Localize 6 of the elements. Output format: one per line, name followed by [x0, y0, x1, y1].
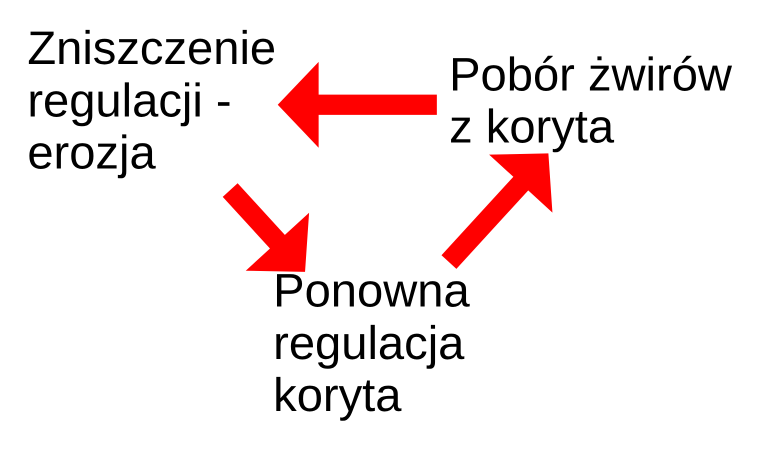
node-text: Pobór żwirów z koryta [449, 47, 732, 152]
node-text: Ponowna regulacja koryta [273, 264, 470, 422]
arrow [222, 183, 310, 272]
arrow [442, 153, 552, 269]
arrow [278, 62, 437, 148]
node-text: Zniszczenie regulacji - erozja [27, 21, 276, 179]
